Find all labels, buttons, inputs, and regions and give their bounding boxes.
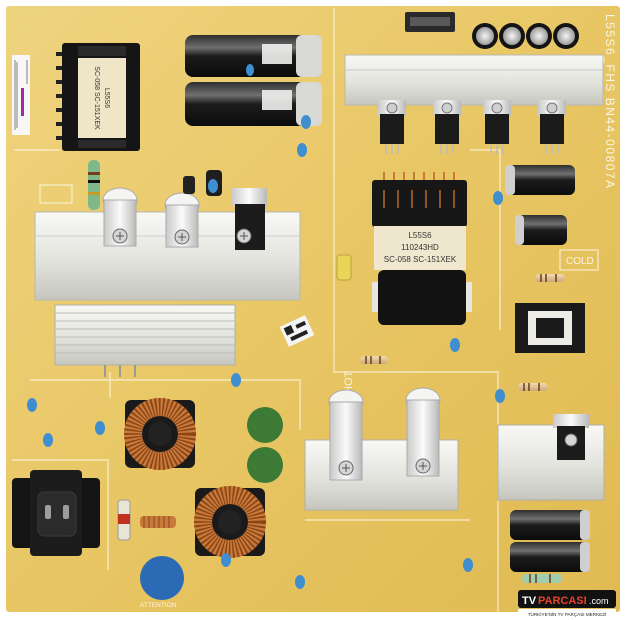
transistor bbox=[231, 188, 267, 250]
resistor bbox=[88, 160, 100, 210]
fuse bbox=[117, 499, 131, 541]
electrolytic-capacitor-small bbox=[183, 176, 195, 194]
transistor bbox=[538, 100, 566, 154]
inductor-coil bbox=[140, 516, 176, 528]
bulk-capacitor-2 bbox=[185, 82, 322, 126]
watermark-brand-suffix: .com bbox=[589, 596, 609, 606]
electrolytic-capacitor bbox=[510, 510, 590, 540]
heatsink-right bbox=[497, 424, 605, 501]
transistor bbox=[378, 100, 406, 154]
toroid-choke-1 bbox=[124, 398, 196, 470]
watermark-brand-prefix: TV bbox=[522, 595, 537, 607]
electrolytic-capacitor bbox=[515, 215, 567, 245]
qr-sticker bbox=[279, 315, 315, 347]
connector-pins bbox=[410, 17, 450, 26]
transistor-clip bbox=[164, 192, 200, 248]
transistor bbox=[483, 100, 511, 154]
transistor bbox=[433, 100, 461, 154]
barcode-sticker bbox=[12, 55, 30, 135]
cold-zone-label: COLD bbox=[566, 256, 594, 267]
watermark-tagline: TÜRKİYE'NİN TV PARÇASI MERKEZİ bbox=[528, 611, 607, 617]
main-transformer: L55S6 110243HD SC-058 SC-151XEK bbox=[372, 172, 472, 325]
electrolytic-capacitor bbox=[505, 165, 575, 195]
varistor bbox=[247, 447, 283, 483]
main-transformer-label-3: SC-058 SC-151XEK bbox=[384, 255, 457, 264]
aux-transformer-label-1: L55S6 bbox=[103, 88, 110, 108]
fuse-label-block bbox=[39, 184, 73, 204]
resistor bbox=[522, 574, 562, 583]
main-transformer-label-2: 110243HD bbox=[401, 243, 439, 252]
electrolytic-capacitor bbox=[510, 542, 590, 572]
ceramic-capacitors bbox=[27, 64, 505, 589]
resistor bbox=[535, 274, 565, 282]
finned-heatsink bbox=[54, 304, 236, 377]
transistor-clip bbox=[405, 387, 441, 477]
transistor-clip bbox=[102, 187, 138, 247]
film-capacitor bbox=[336, 254, 352, 281]
output-capacitors-top bbox=[472, 23, 579, 49]
aux-transformer-label-2: SC-058 SC-151XEK bbox=[93, 66, 100, 130]
transistor bbox=[553, 414, 589, 460]
resistor bbox=[518, 383, 548, 391]
board-model-label: L55S6_FHS BN44-00807A bbox=[603, 14, 617, 190]
attention-label: ATTENTION bbox=[140, 602, 177, 609]
heatsink-top-right bbox=[344, 54, 604, 106]
main-transformer-label-1: L55S6 bbox=[408, 231, 432, 240]
varistor bbox=[247, 407, 283, 443]
resistor bbox=[360, 356, 388, 364]
bulk-capacitor-1 bbox=[185, 35, 322, 77]
transistor-clip bbox=[328, 389, 364, 481]
y-capacitor bbox=[140, 556, 184, 600]
aux-transformer: L55S6 SC-058 SC-151XEK bbox=[56, 43, 140, 151]
hot-zone-label: HOT bbox=[343, 371, 355, 395]
standby-transformer bbox=[515, 303, 585, 353]
ac-inlet bbox=[12, 470, 100, 556]
toroid-choke-2 bbox=[194, 486, 266, 558]
watermark-logo: TV PARCASI .com TÜRKİYE'NİN TV PARÇASI M… bbox=[518, 590, 616, 618]
watermark-brand-name: PARCASI bbox=[538, 595, 587, 607]
